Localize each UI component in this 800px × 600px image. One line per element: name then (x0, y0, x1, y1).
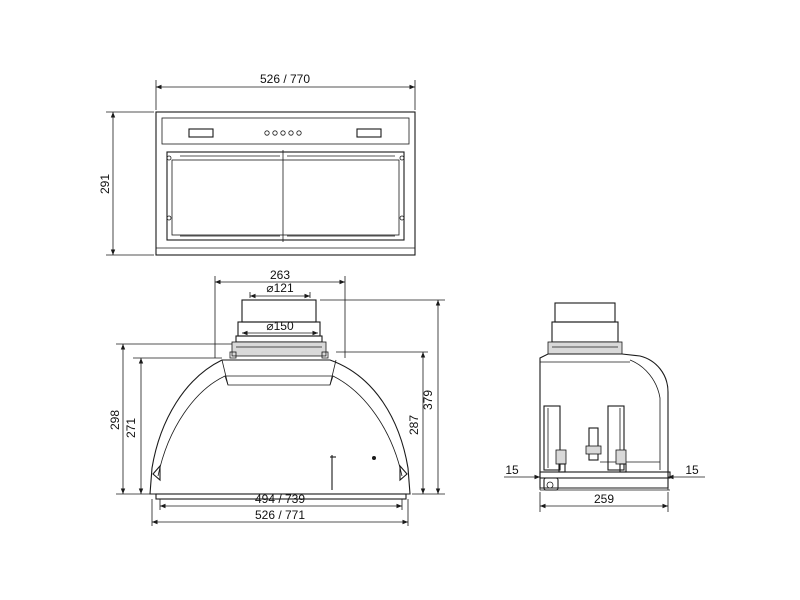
top-width-dimension: 526 / 770 (155, 72, 416, 110)
top-width-label: 526 / 770 (260, 72, 310, 86)
hood-body (149, 359, 411, 495)
duct-inner-label: ⌀121 (266, 281, 294, 295)
right-display (356, 128, 382, 138)
top-view (155, 111, 416, 256)
right-height-body-label: 287 (407, 415, 421, 435)
front-height-inner-dimension: 271 (124, 357, 222, 494)
duct-outer-label: ⌀150 (266, 319, 294, 333)
duct-inner-dimension: ⌀121 (249, 281, 311, 299)
front-height-outer-dimension: 298 (108, 343, 232, 495)
side-left-offset-dimension: 15 (504, 463, 541, 490)
top-height-dimension: 291 (98, 111, 154, 256)
bottom-width-inner-label: 494 / 739 (255, 492, 305, 506)
side-right-offset-label: 15 (685, 463, 699, 477)
left-display (188, 128, 214, 138)
side-depth-dimension: 259 (539, 492, 669, 512)
front-height-outer-label: 298 (108, 410, 122, 430)
top-height-label: 291 (98, 174, 112, 194)
bottom-width-outer-label: 526 / 771 (255, 508, 305, 522)
chimney-width-label: 263 (270, 268, 290, 282)
front-height-inner-label: 271 (124, 418, 138, 438)
side-right-offset-dimension: 15 (667, 463, 705, 490)
bottom-width-inner-dimension: 494 / 739 (159, 492, 403, 510)
duct-outer-dimension: ⌀150 (242, 319, 318, 336)
side-depth-label: 259 (594, 492, 614, 506)
side-left-offset-label: 15 (505, 463, 519, 477)
side-view (539, 302, 671, 491)
filter-bracket-left (543, 405, 561, 471)
right-height-body-dimension: 287 (336, 351, 428, 494)
front-view (149, 299, 411, 500)
bottom-width-outer-dimension: 526 / 771 (151, 499, 409, 526)
side-body (539, 353, 669, 489)
right-height-total-dimension: 379 (320, 299, 445, 495)
filter-bracket-right (607, 405, 625, 471)
motor-housing (231, 341, 327, 357)
base-plate (155, 493, 407, 500)
control-buttons (264, 130, 302, 136)
